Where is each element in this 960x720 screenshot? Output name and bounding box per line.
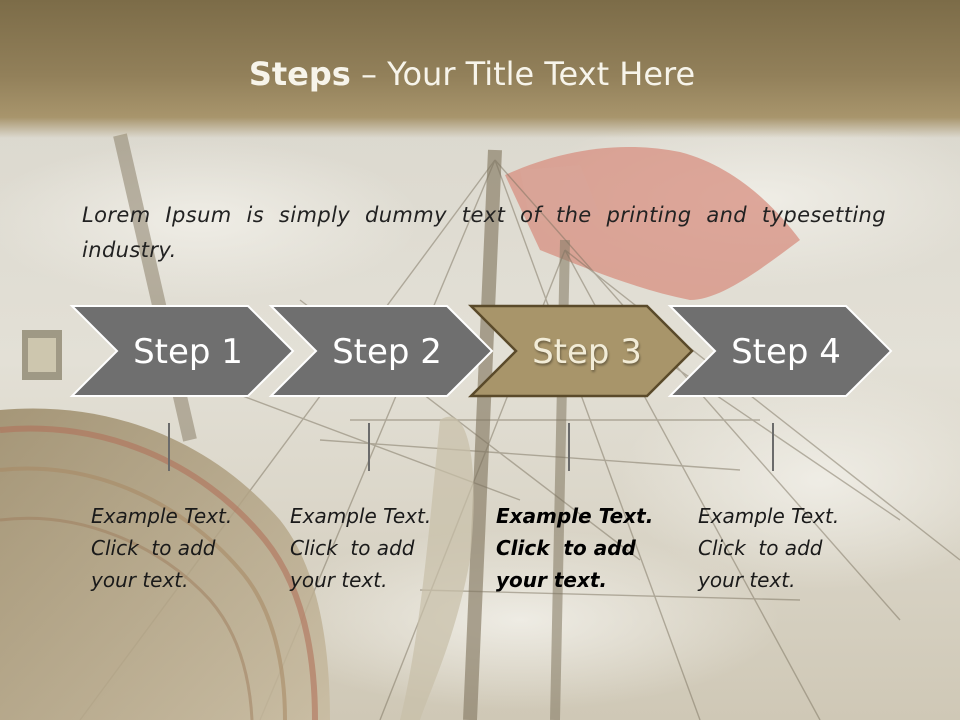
title-bold: Steps: [248, 55, 351, 93]
title-bar: [0, 0, 960, 138]
step-3-line-2: Click to add: [496, 536, 636, 560]
step-2-label: Step 2: [332, 332, 442, 372]
step-1-chevron[interactable]: [69, 305, 295, 397]
title-rest: – Your Title Text Here: [350, 55, 696, 93]
step-1-text[interactable]: Example Text. Click to add your text.: [91, 500, 261, 596]
step-2-chevron[interactable]: [268, 305, 494, 397]
step-1-label: Step 1: [133, 332, 243, 372]
step-1-line-3: your text.: [91, 568, 189, 592]
step-3-line-3: your text.: [496, 568, 608, 592]
step-2-line-1: Example Text.: [290, 504, 432, 528]
step-1-line-1: Example Text.: [91, 504, 233, 528]
step-4-line-1: Example Text.: [698, 504, 840, 528]
step-4-line-3: your text.: [698, 568, 796, 592]
step-3-label: Step 3: [532, 332, 642, 372]
step-2-connector: [368, 423, 370, 471]
step-2-line-2: Click to add: [290, 536, 415, 560]
step-2-text[interactable]: Example Text. Click to add your text.: [290, 500, 460, 596]
step-3-chevron[interactable]: [467, 304, 694, 398]
step-4-label: Step 4: [731, 332, 841, 372]
step-1-line-2: Click to add: [91, 536, 216, 560]
step-4-text[interactable]: Example Text. Click to add your text.: [698, 500, 868, 596]
step-1-connector: [168, 423, 170, 471]
step-4-connector: [772, 423, 774, 471]
intro-text[interactable]: Lorem Ipsum is simply dummy text of the …: [82, 203, 886, 262]
step-3-connector: [568, 423, 570, 471]
step-4-line-2: Click to add: [698, 536, 823, 560]
step-3-line-1: Example Text.: [496, 504, 654, 528]
slide-title[interactable]: Steps – Your Title Text Here: [0, 55, 944, 93]
step-3-text[interactable]: Example Text. Click to add your text.: [496, 500, 666, 596]
step-2-line-3: your text.: [290, 568, 388, 592]
step-4-chevron[interactable]: [667, 305, 893, 397]
